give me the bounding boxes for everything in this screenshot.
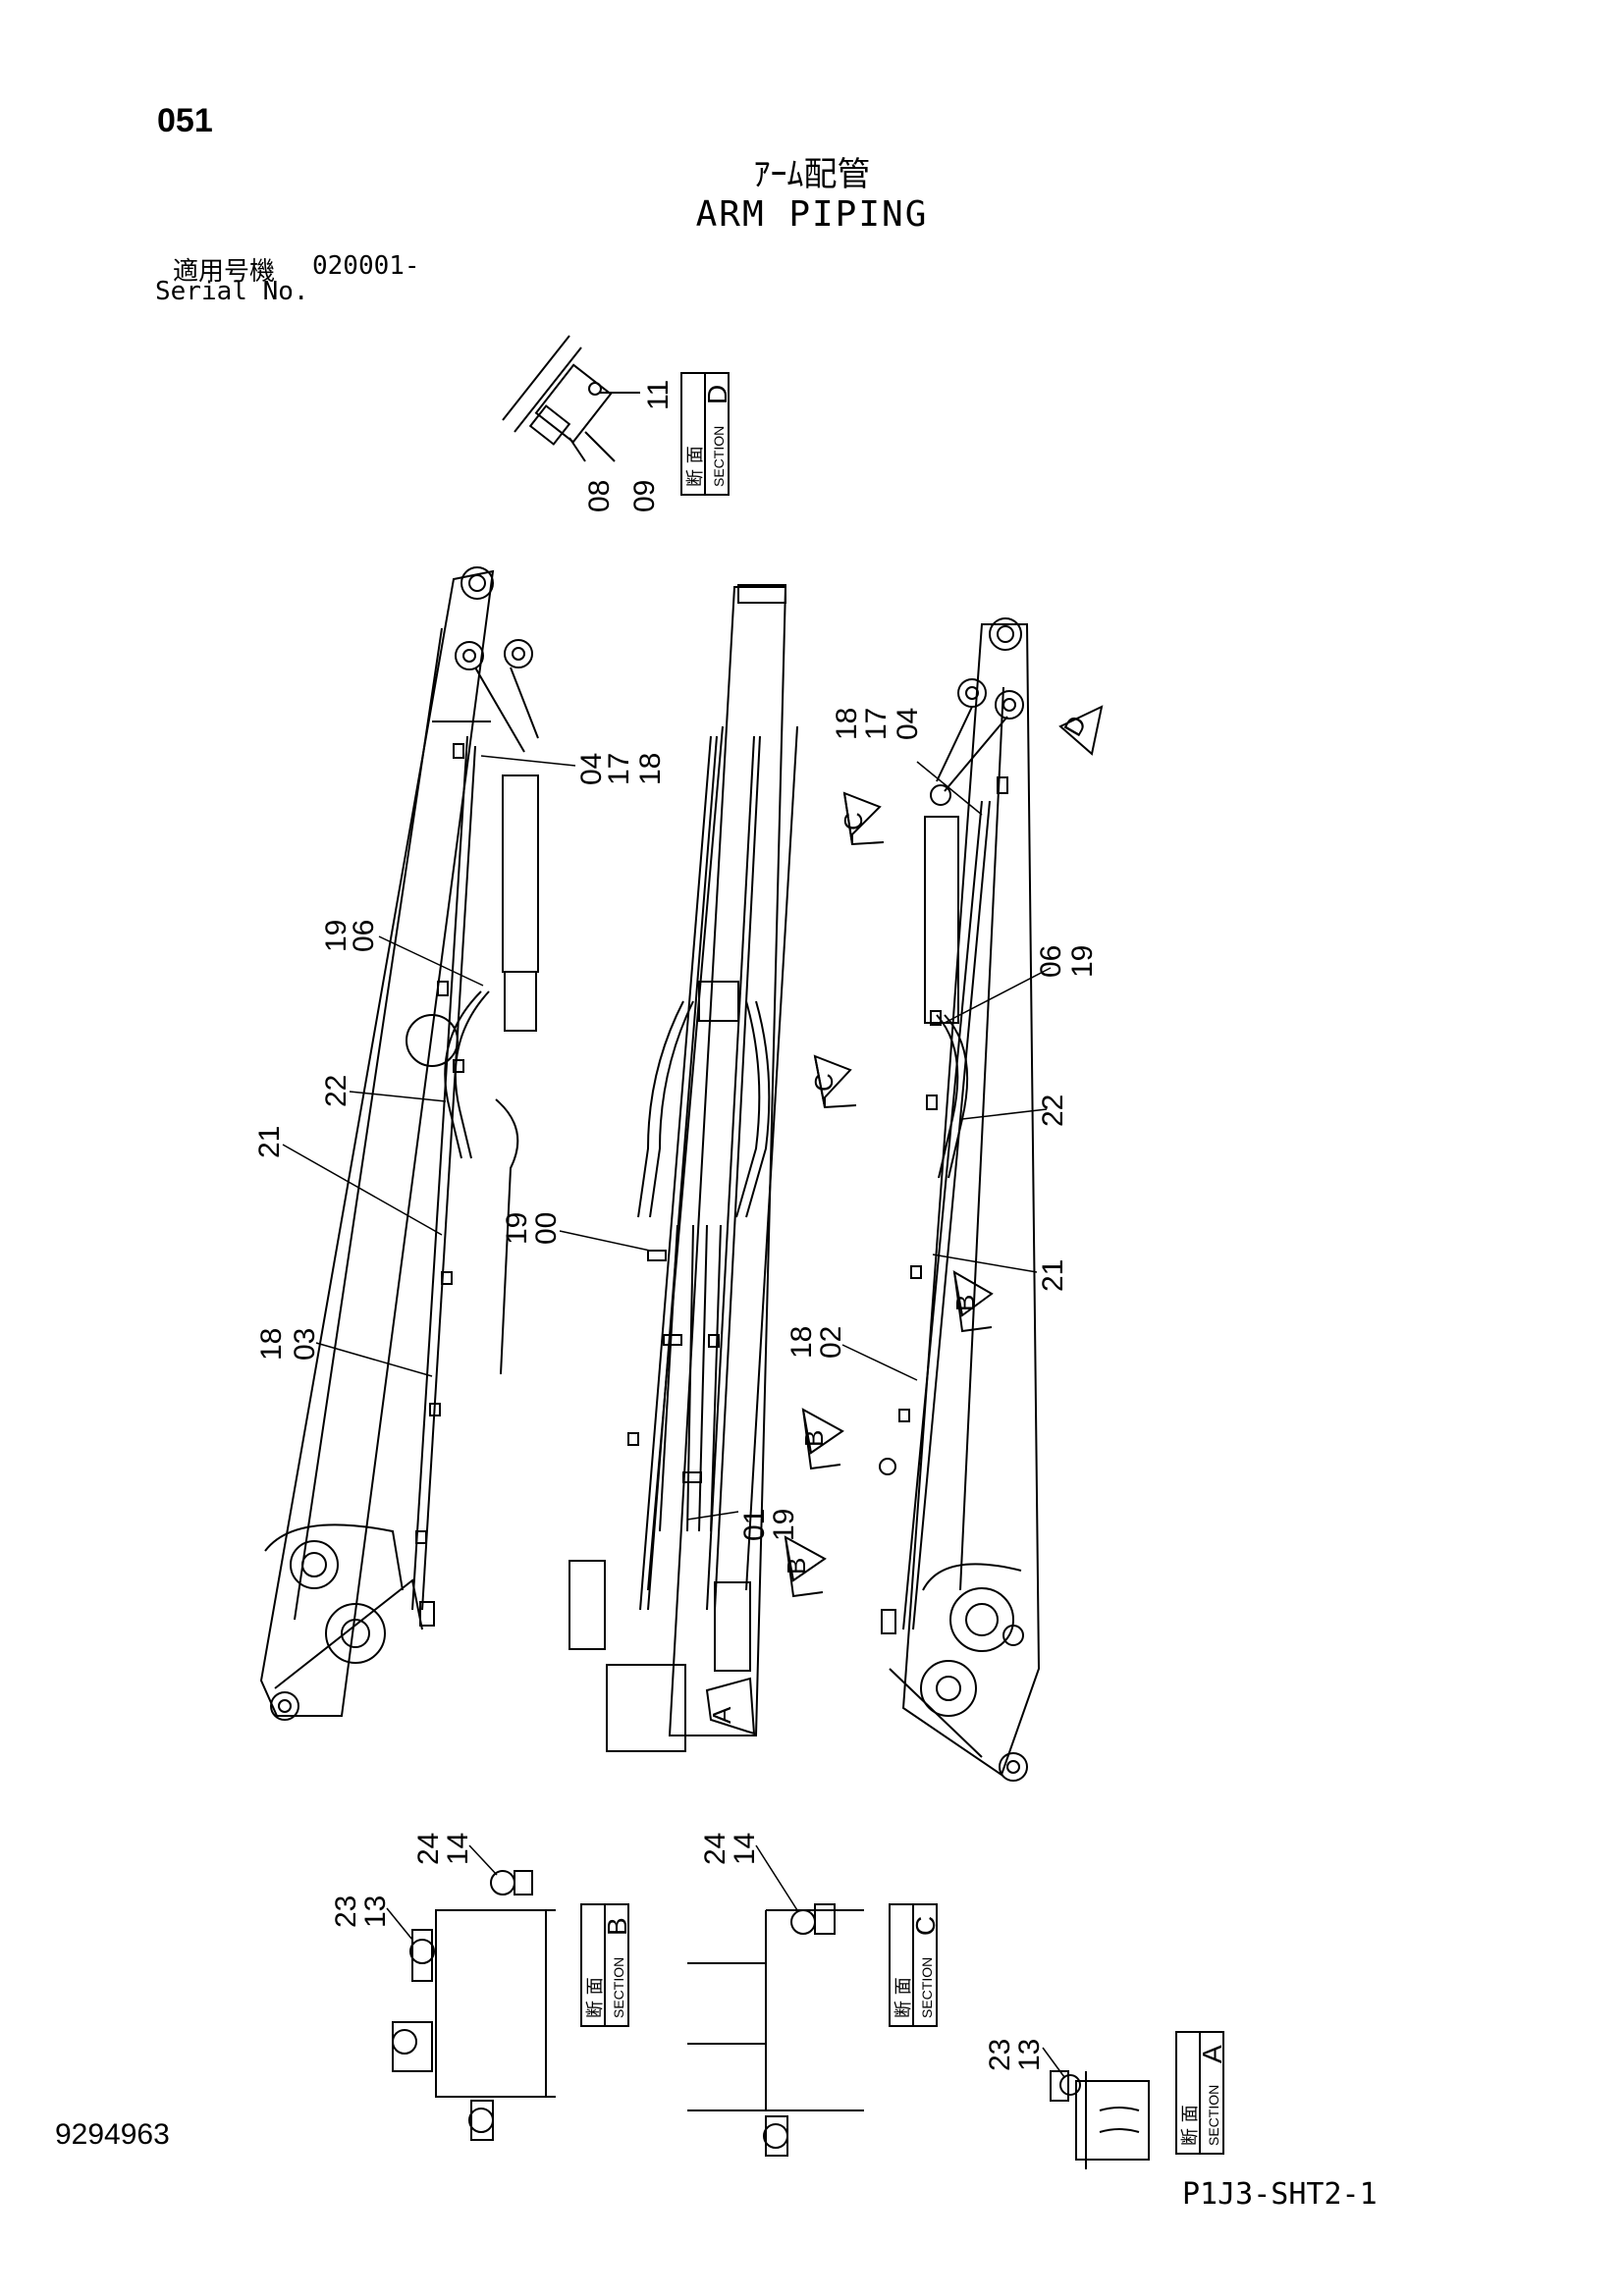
- section-box-d: [680, 372, 730, 496]
- part-label: 09: [628, 480, 661, 512]
- serial-number-value: 020001-: [312, 251, 420, 281]
- view-arrow-d: [1058, 705, 1104, 756]
- part-label: 22: [1037, 1095, 1069, 1127]
- part-label: 22: [320, 1075, 352, 1107]
- section-label-jp: 断 面: [585, 1977, 606, 2018]
- part-label: 23: [984, 2039, 1016, 2071]
- serial-label-english: Serial No.: [155, 277, 309, 306]
- part-label: 14: [442, 1833, 474, 1865]
- view-arrow-b-right: [952, 1270, 994, 1333]
- part-label: 14: [729, 1833, 761, 1865]
- serial-label-japanese: 適用号機: [173, 257, 276, 287]
- title-english: ARM PIPING: [695, 194, 929, 235]
- section-b-detail: [392, 1870, 556, 2141]
- title-japanese: ｱｰﾑ配管: [753, 155, 871, 194]
- section-label-en: SECTION: [711, 426, 727, 487]
- section-a-detail: [1050, 2070, 1150, 2169]
- sheet-code: P1J3-SHT2-1: [1182, 2177, 1378, 2212]
- part-label: 18: [255, 1328, 288, 1361]
- part-labels-section-b: 24 14 23 13: [330, 1833, 474, 1928]
- part-labels-left-arm: 04 17 18 19 06 22 21 18 03: [253, 753, 667, 1361]
- section-label-jp: 断 面: [893, 1977, 914, 2018]
- part-label: 13: [359, 1896, 392, 1928]
- part-label: 01: [738, 1509, 771, 1541]
- view-arrow-letter: C: [809, 1073, 839, 1092]
- part-label: 06: [1035, 945, 1067, 978]
- section-letter-a: A: [1197, 2045, 1227, 2063]
- part-label: 13: [1013, 2039, 1046, 2071]
- leader-lines-section-a: [1042, 2047, 1065, 2078]
- part-label: 23: [330, 1896, 362, 1928]
- center-arm-piping: [627, 735, 761, 1611]
- part-label: 04: [892, 708, 924, 740]
- part-label: 18: [785, 1326, 818, 1359]
- view-arrow-letter: B: [782, 1558, 811, 1575]
- section-label-en: SECTION: [1206, 2085, 1221, 2146]
- leader-lines-right-arm: [841, 761, 1052, 1381]
- part-label: 24: [412, 1833, 445, 1865]
- part-labels-center-arm: 19 00 01 19: [501, 1212, 800, 1541]
- view-arrow-letter: C: [839, 812, 868, 830]
- right-arm-body: [889, 617, 1041, 1782]
- view-arrow-b-lower: [784, 1535, 827, 1598]
- section-c-detail: [687, 1903, 864, 2157]
- part-label: 21: [1037, 1259, 1069, 1292]
- view-arrow-letter: A: [707, 1706, 736, 1724]
- leader-lines-center-arm: [559, 1230, 739, 1521]
- part-label: 19: [1066, 945, 1099, 978]
- part-label: 19: [320, 920, 352, 952]
- section-d-detail: [502, 335, 640, 462]
- section-box-b: [580, 1903, 629, 2027]
- section-label-en: SECTION: [919, 1957, 935, 2018]
- view-arrow-c-upper: [842, 791, 885, 846]
- part-label: 17: [860, 708, 893, 740]
- part-label: 02: [815, 1326, 847, 1359]
- part-label: 08: [583, 480, 616, 512]
- part-labels-right-arm: 18 17 04 06 19 22 21 18 02: [785, 708, 1099, 1359]
- view-arrow-letter: B: [950, 1295, 980, 1311]
- section-label-en: SECTION: [611, 1957, 626, 2018]
- section-label-jp: 断 面: [1180, 2105, 1201, 2146]
- view-arrow-letter: D: [1057, 711, 1092, 741]
- section-letter-d: D: [702, 385, 732, 404]
- part-label: 03: [289, 1328, 321, 1361]
- part-label: 04: [575, 753, 608, 785]
- leader-lines-section-b: [386, 1844, 498, 1941]
- part-label: 00: [530, 1212, 563, 1245]
- page-number: 051: [157, 102, 213, 139]
- view-arrow-a: [705, 1677, 756, 1735]
- document-number: 9294963: [55, 2118, 170, 2151]
- section-box-a: [1175, 2031, 1224, 2155]
- section-letter-b: B: [602, 1917, 632, 1936]
- view-arrow-c-lower: [813, 1054, 857, 1109]
- part-label: 17: [603, 753, 635, 785]
- part-labels-section-d: 11 08 09: [583, 380, 675, 512]
- left-arm-body: [259, 566, 539, 1721]
- section-letter-c: C: [910, 1916, 941, 1936]
- leader-lines-left-arm: [282, 755, 576, 1377]
- left-arm-piping: [411, 735, 490, 1627]
- leader-lines-section-c: [755, 1844, 798, 1911]
- section-box-c: [889, 1903, 938, 2027]
- part-label: 18: [831, 708, 863, 740]
- part-labels-section-a: 23 13: [984, 2039, 1046, 2071]
- view-arrow-b-middle: [801, 1408, 844, 1470]
- part-label: 24: [699, 1833, 731, 1865]
- part-labels-section-c: 24 14: [699, 1833, 761, 1865]
- part-label: 21: [253, 1126, 286, 1158]
- part-label: 06: [348, 920, 380, 952]
- part-label: 11: [642, 380, 675, 410]
- part-label: 18: [634, 753, 667, 785]
- view-arrow-letter: B: [799, 1430, 829, 1447]
- right-arm-piping: [879, 776, 1008, 1634]
- part-label: 19: [501, 1212, 533, 1245]
- section-label-jp: 断 面: [685, 446, 706, 487]
- part-label: 19: [768, 1509, 800, 1541]
